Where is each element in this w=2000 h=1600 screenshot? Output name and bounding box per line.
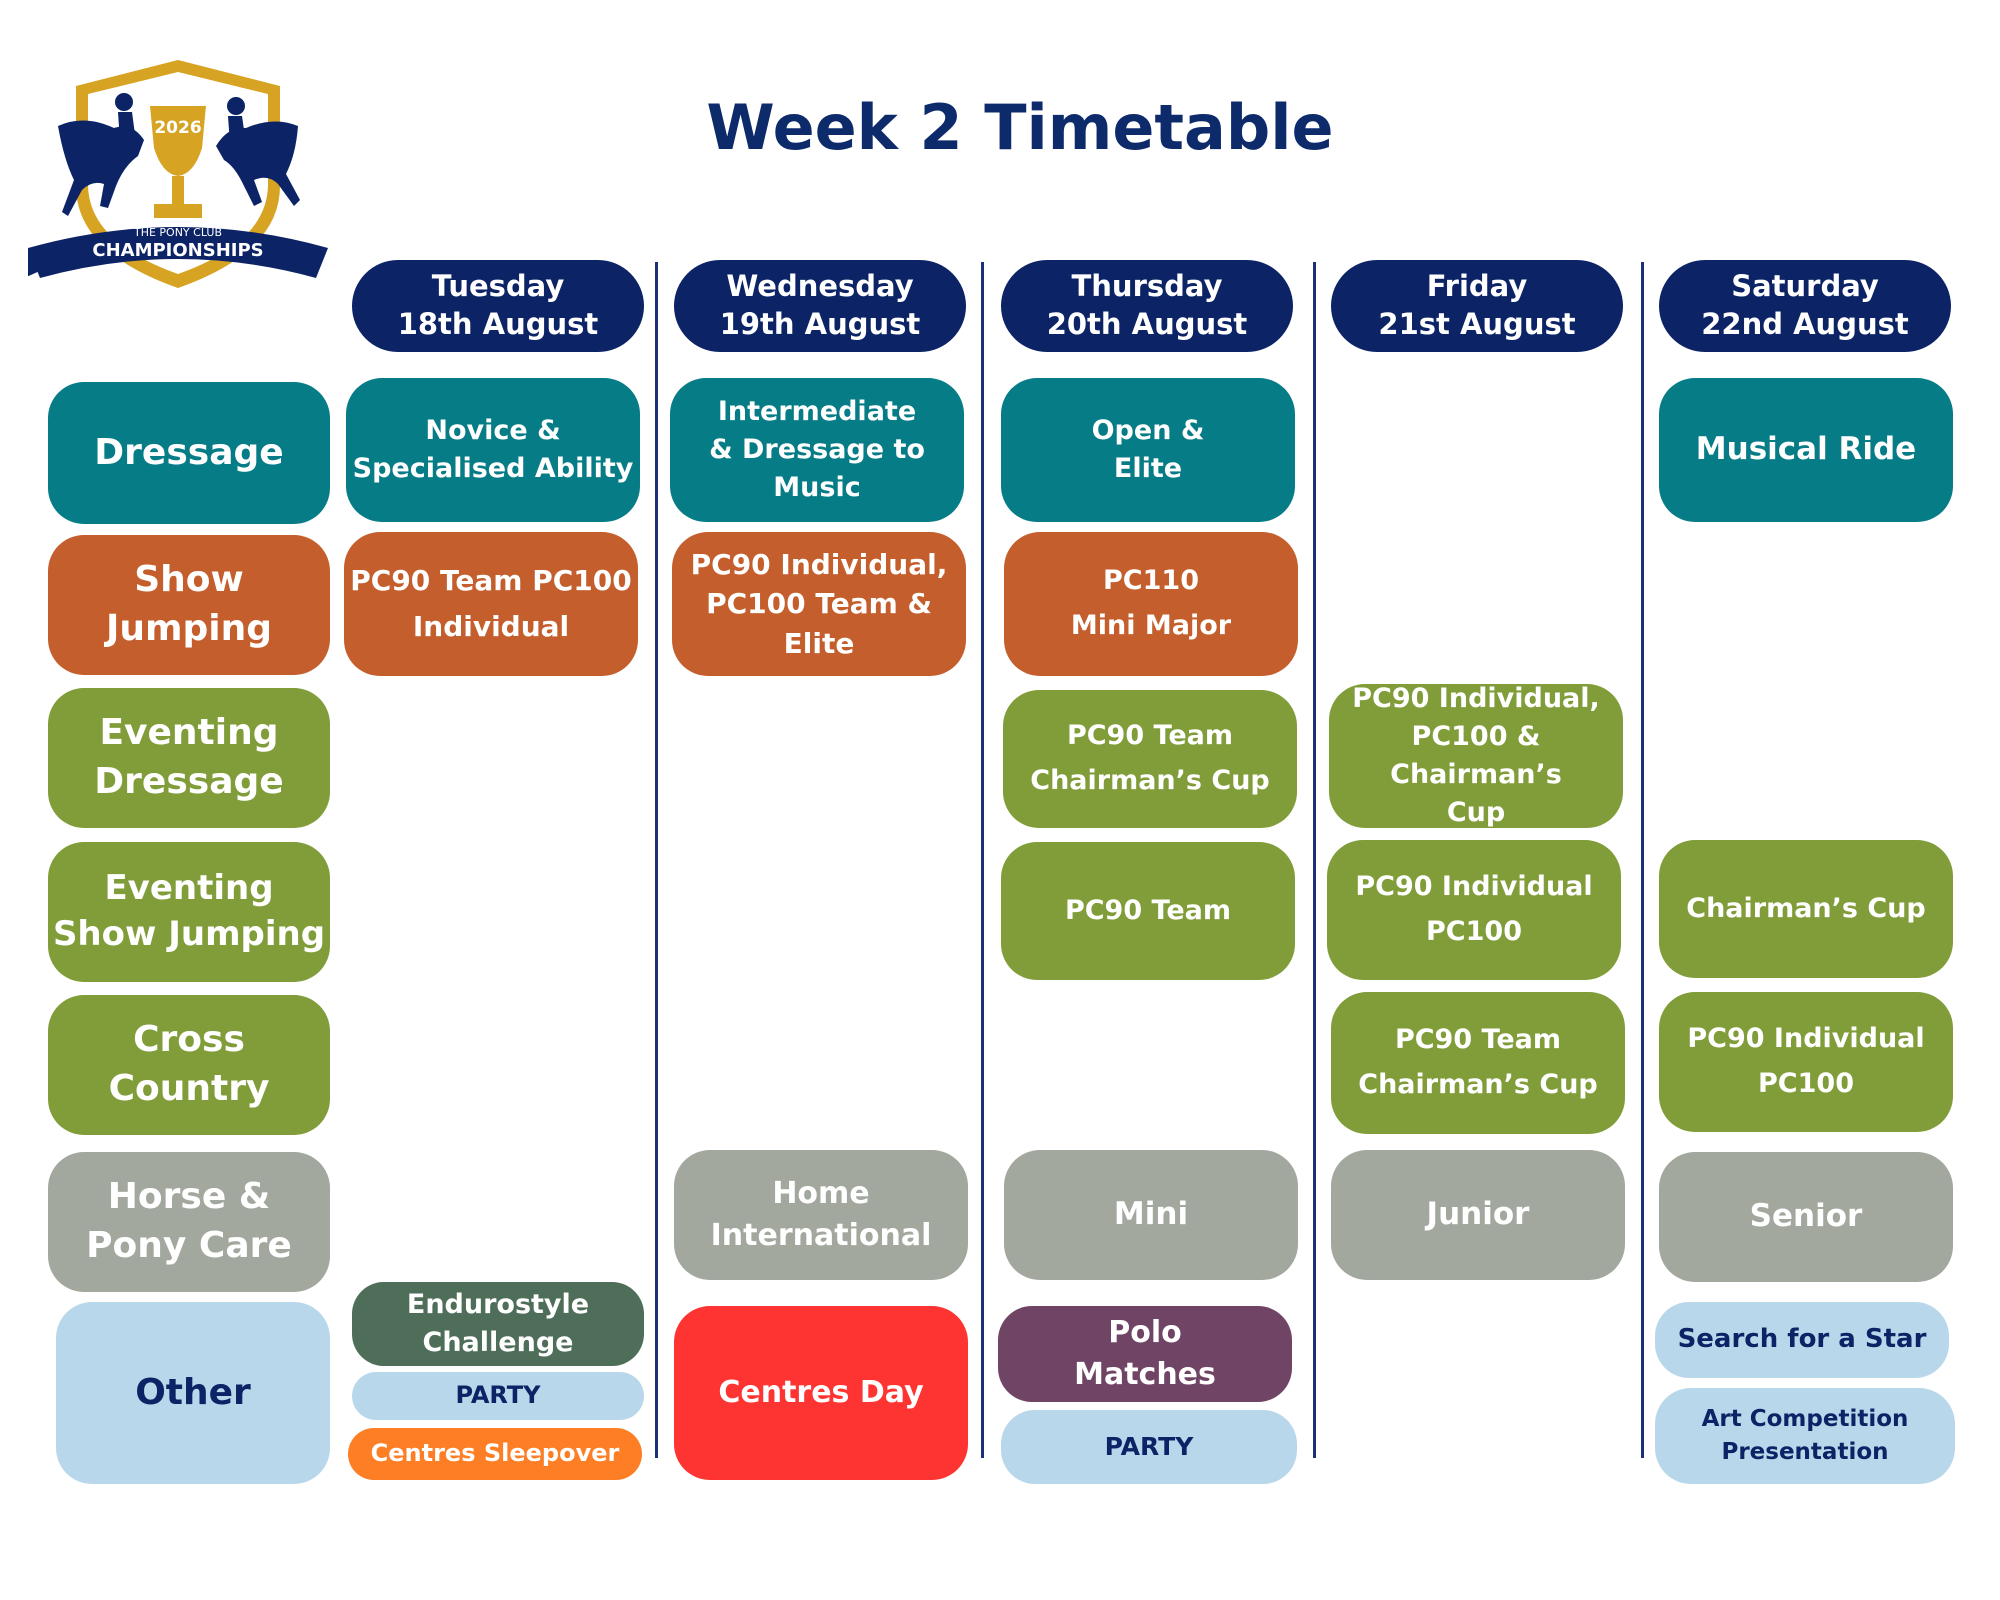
- event-dressage-wednesday: Intermediate & Dressage to Music: [670, 378, 964, 522]
- event-eventing-dressage-thursday: PC90 Team Chairman’s Cup: [1003, 690, 1297, 828]
- shield-crest-icon: [24, 60, 328, 288]
- category-cross-country: Cross Country: [48, 995, 330, 1135]
- day-date: 21st August: [1378, 307, 1576, 341]
- event-other-party-thursday: PARTY: [1001, 1410, 1297, 1484]
- category-other: Other: [56, 1302, 330, 1484]
- event-eventing-dressage-friday: PC90 Individual, PC100 & Chairman’s Cup: [1329, 683, 1623, 828]
- event-show-jumping-tuesday: PC90 Team PC100 Individual: [344, 532, 638, 676]
- day-name: Thursday: [1071, 269, 1223, 304]
- event-hpc-friday: Junior: [1331, 1150, 1625, 1280]
- column-divider: [1313, 262, 1316, 1458]
- day-name: Wednesday: [726, 269, 914, 304]
- championships-logo: 2026 THE PONY CLUB CHAMPIONSHIPS: [24, 56, 328, 296]
- day-name: Tuesday: [431, 269, 565, 304]
- day-date: 20th August: [1046, 307, 1248, 341]
- logo-org: THE PONY CLUB: [133, 226, 223, 239]
- event-dressage-thursday: Open & Elite: [1001, 378, 1295, 522]
- event-eventing-sj-thursday: PC90 Team: [1001, 842, 1295, 980]
- event-other-polo-matches: Polo Matches: [998, 1306, 1292, 1402]
- day-name: Friday: [1426, 269, 1528, 304]
- event-show-jumping-thursday: PC110 Mini Major: [1004, 532, 1298, 676]
- event-cross-country-saturday: PC90 Individual PC100: [1659, 992, 1953, 1132]
- event-show-jumping-wednesday: PC90 Individual, PC100 Team & Elite: [672, 532, 966, 676]
- column-divider: [981, 262, 984, 1458]
- category-show-jumping: Show Jumping: [48, 535, 330, 675]
- event-other-art-competition: Art Competition Presentation: [1655, 1388, 1955, 1484]
- event-hpc-wednesday: Home International: [674, 1150, 968, 1280]
- event-cross-country-friday: PC90 Team Chairman’s Cup: [1331, 992, 1625, 1134]
- day-date: 19th August: [719, 307, 921, 341]
- day-name: Saturday: [1731, 269, 1879, 304]
- event-other-party-tuesday: PARTY: [352, 1372, 644, 1420]
- event-eventing-sj-friday: PC90 Individual PC100: [1327, 840, 1621, 980]
- event-eventing-sj-saturday: Chairman’s Cup: [1659, 840, 1953, 978]
- event-dressage-tuesday: Novice & Specialised Ability: [346, 378, 640, 522]
- event-other-centres-sleepover: Centres Sleepover: [348, 1428, 642, 1480]
- category-dressage: Dressage: [48, 382, 330, 524]
- event-hpc-thursday: Mini: [1004, 1150, 1298, 1280]
- column-divider: [1641, 262, 1644, 1458]
- event-other-endurostyle: Endurostyle Challenge: [352, 1282, 644, 1366]
- event-hpc-saturday: Senior: [1659, 1152, 1953, 1282]
- category-horse-pony-care: Horse & Pony Care: [48, 1152, 330, 1292]
- event-dressage-saturday: Musical Ride: [1659, 378, 1953, 522]
- logo-name: CHAMPIONSHIPS: [92, 240, 264, 261]
- event-other-search-for-a-star: Search for a Star: [1655, 1302, 1949, 1378]
- logo-year: 2026: [154, 118, 202, 138]
- category-eventing-dressage: Eventing Dressage: [48, 688, 330, 828]
- day-date: 18th August: [397, 307, 599, 341]
- event-other-centres-day: Centres Day: [674, 1306, 968, 1480]
- day-date: 22nd August: [1701, 307, 1909, 341]
- page-title: Week 2 Timetable: [706, 91, 1334, 164]
- category-eventing-show-jumping: Eventing Show Jumping: [48, 842, 330, 982]
- column-divider: [655, 262, 658, 1458]
